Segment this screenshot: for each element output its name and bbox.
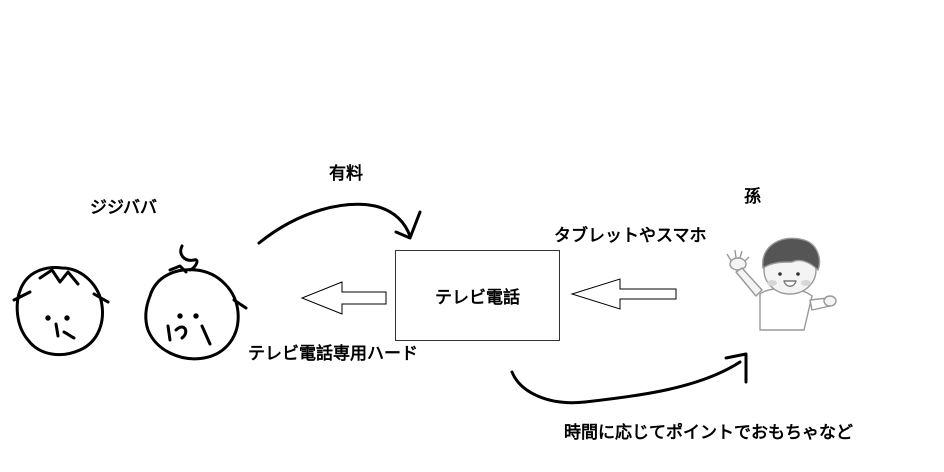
- video-call-box: テレビ電話: [395, 250, 560, 341]
- grandmother-face-icon: [144, 244, 248, 361]
- tablet-smartphone-label: タブレットやスマホ: [554, 226, 707, 246]
- waving-child-icon: [726, 237, 837, 331]
- reward-label: 時間に応じてポイントでおもちゃなど: [564, 423, 853, 443]
- dedicated-hardware-label: テレビ電話専用ハード: [248, 344, 418, 364]
- paid-flow-arrow: [257, 202, 422, 245]
- grandparents-label: ジジババ: [90, 198, 157, 218]
- paid-label: 有料: [329, 164, 363, 184]
- grandfather-face-icon: [12, 266, 110, 357]
- tablet-flow-arrow: [570, 278, 677, 310]
- reward-flow-arrow: [510, 352, 748, 405]
- video-call-label: テレビ電話: [435, 288, 520, 308]
- hardware-flow-arrow: [300, 281, 387, 315]
- grandchild-label: 孫: [744, 187, 761, 207]
